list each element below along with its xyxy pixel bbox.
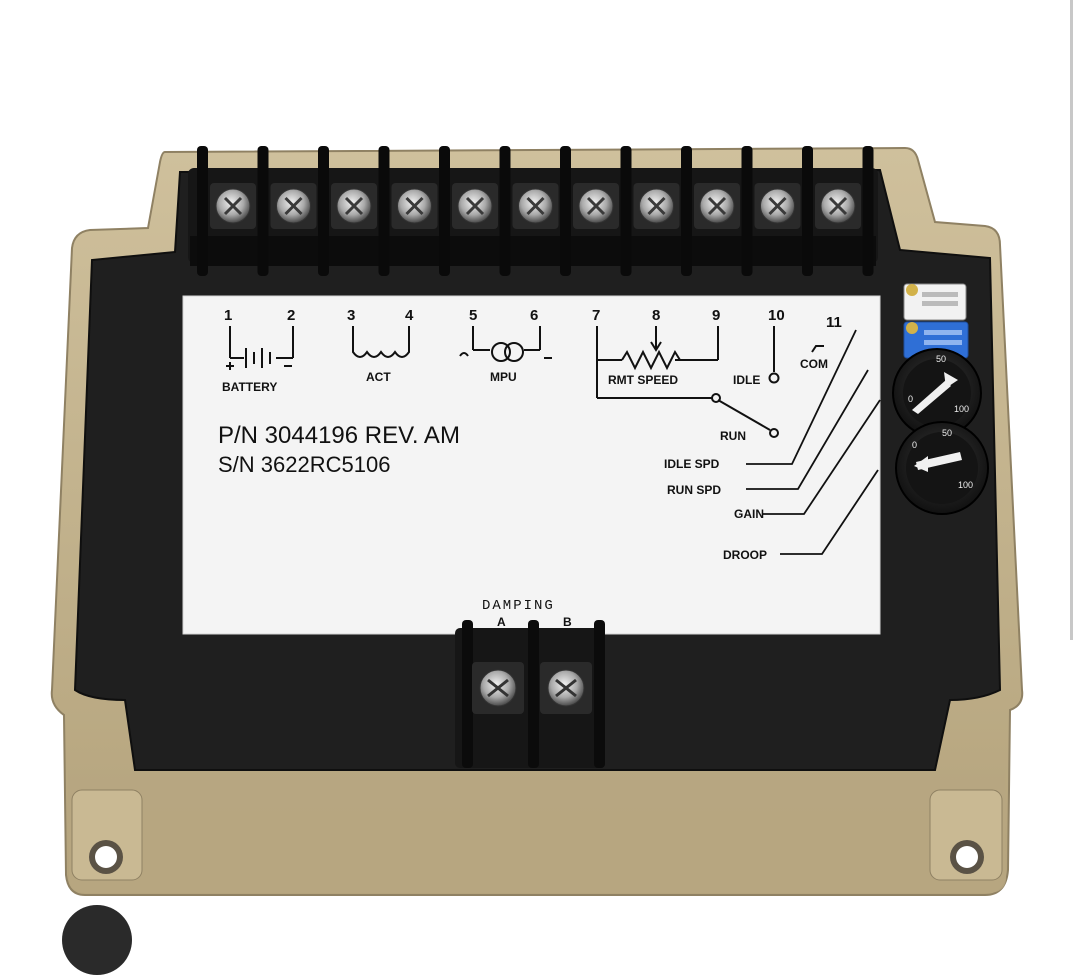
act-label: ACT [366,370,391,384]
terminal-number: 2 [287,307,295,324]
terminal-block-top [188,146,878,276]
terminal-number: 1 [224,307,232,324]
terminal-number: 5 [469,307,477,324]
battery-symbol [226,326,294,370]
terminal-number: 10 [768,307,785,324]
terminal-number: 7 [592,307,600,324]
screw-slot [284,196,303,216]
terminal-divider [439,146,450,276]
dial-mark: 100 [954,404,969,414]
dial-mark: 50 [936,354,946,364]
terminal-divider [802,146,813,276]
terminal-divider [197,146,208,276]
droop-label: DROOP [723,548,767,562]
gain-label: GAIN [734,507,764,521]
terminal-divider [862,146,874,276]
droop-dial: 0 50 100 [895,421,989,515]
dial-mark: 100 [958,480,973,490]
terminal-divider [681,146,692,276]
part-number: P/N 3044196 REV. AM [218,422,460,449]
com-label: COM [800,357,828,371]
actuator-coil-symbol [352,326,410,358]
damping-label: DAMPING [482,598,555,614]
terminal-number: 6 [530,307,538,324]
terminal-number: 8 [652,307,660,324]
terminal-number: 9 [712,307,720,324]
screw-slot [223,196,243,216]
terminal-divider [620,146,632,276]
screw-slot [405,196,424,216]
callout-lines [746,329,881,555]
terminal-divider [318,146,329,276]
terminal-divider [499,146,511,276]
avatar [62,905,132,975]
screw-slot [768,196,787,216]
com-symbol [811,345,824,353]
damping-terminal-block [455,620,605,768]
screw-slot [586,196,606,216]
mounting-ear-right [929,789,1003,881]
terminal-number: 4 [405,307,414,324]
screw-slot [647,196,666,216]
screw-slot [828,196,848,216]
mounting-ear-left [71,789,143,881]
idle-speed-trimmer [903,283,967,321]
terminal-divider [257,146,269,276]
dial-mark: 50 [942,428,952,438]
terminal-divider [741,146,753,276]
run-spd-label: RUN SPD [667,483,721,497]
run-speed-trimmer [903,321,969,359]
screw-slot [344,196,364,216]
terminal-number: 3 [347,307,355,324]
idle-spd-label: IDLE SPD [664,457,720,471]
rmt-speed-label: RMT SPEED [608,373,678,387]
terminal-divider [378,146,390,276]
remote-speed-symbol [596,326,779,438]
idle-label: IDLE [733,373,760,387]
product-photo: 1 2 3 4 5 6 7 8 9 10 11 BATTERY ACT [50,146,1024,896]
terminal-number: 11 [826,314,842,331]
mpu-symbol [459,326,552,362]
idle-switch-symbol [768,326,780,384]
dial-mark: 0 [908,394,913,404]
terminal-divider [560,146,571,276]
screw-slot [465,196,485,216]
product-label: 1 2 3 4 5 6 7 8 9 10 11 BATTERY ACT [182,295,881,635]
battery-label: BATTERY [222,380,277,394]
damping-b-label: B [563,615,572,629]
damping-a-label: A [497,615,506,629]
mpu-label: MPU [490,370,517,384]
scrollbar-edge [1070,0,1073,640]
dial-mark: 0 [912,440,917,450]
screw-slot [526,196,545,216]
serial-number: S/N 3622RC5106 [218,452,390,477]
gain-dial: 0 50 100 [892,348,982,438]
screw-slot [707,196,727,216]
run-label: RUN [720,429,746,443]
